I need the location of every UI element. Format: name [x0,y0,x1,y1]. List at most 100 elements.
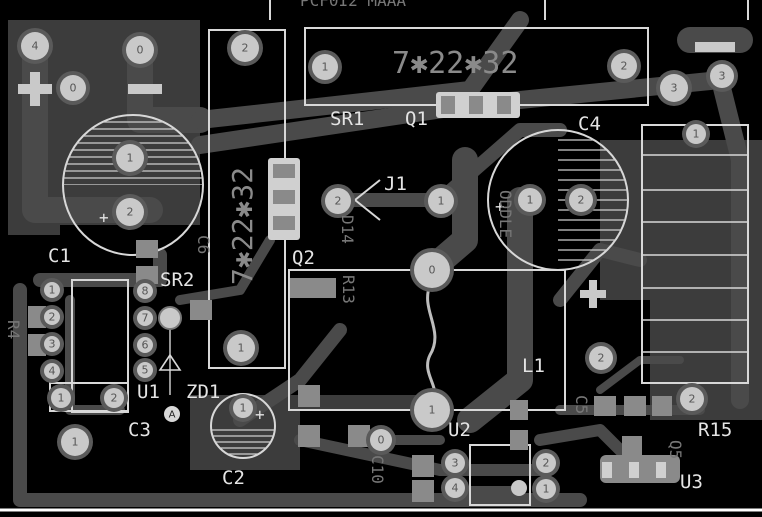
label-u3: U3 [680,471,703,493]
pad-p-2-c1: 2 [112,194,148,230]
pad-number: 3 [719,70,726,83]
pad-number: 6 [142,339,149,352]
r15-lines [642,154,748,353]
pad-number: 2 [689,393,696,406]
pad-u2-2: 2 [532,449,560,477]
pad-number: 0 [70,82,77,95]
label-c1: C1 [48,245,71,267]
label-u1: U1 [137,381,160,403]
pad-number: 4 [32,40,39,53]
pad-number: 1 [127,152,134,165]
label-ghost-q5: Q5 [666,440,685,459]
pad-number: 2 [335,195,342,208]
pad-u1-4: 4 [40,359,64,383]
label-sr1: SR1 [330,108,364,130]
pad-r15-2: 2 [676,383,708,415]
pad-p-0-bot: 0 [366,425,396,455]
pad-p-2-top: 2 [227,30,263,66]
pad-p-1-sr1: 1 [308,50,342,84]
pad-l-1: 1 [229,394,257,422]
label-part-code-top: 7✱22✱32 [392,46,518,81]
pad-u1-8: 8 [133,279,157,303]
pad-number: 1 [322,61,329,74]
pad-u1-2: 2 [40,305,64,329]
pad-u1-1: 1 [40,278,64,302]
smd-pads [18,42,735,502]
pads: 4 0 0 2 1 2 3 3 1 2 2 1 1 2 1 0 1 1 1 2 2 0 1 2 3 4 8 7 6 5 1 2 1 3 4 2 1 [17,28,738,503]
pad-p-1-big: 1 [223,330,259,366]
label-l1: L1 [522,355,545,377]
label-a-mark: A [169,410,176,421]
pad-number: 4 [452,482,459,495]
pad-p-0-l1: 0 [410,248,454,292]
pad-number: 3 [452,457,459,470]
pad-p-0-tl2: 0 [56,71,90,105]
pad-number: 1 [49,284,56,297]
label-top-cut: PCF0I2 MAAA [300,0,406,10]
label-zd1: ZD1 [186,381,220,403]
label-ghost-r4: R4 [4,320,23,339]
pad-number: 3 [49,338,56,351]
pad-p-2-c4: 2 [565,184,597,216]
pad-number: 1 [429,404,436,417]
pad-number: 0 [137,44,144,57]
pad-p-2-j1: 2 [321,184,355,218]
pad-p-1-j1: 1 [424,184,458,218]
pad-p-1-c4: 1 [514,184,546,216]
label-q2: Q2 [292,247,315,269]
pad-c3-1: 1 [47,384,75,412]
label-ghost-c5: C5 [572,395,591,414]
pad-number: 2 [578,194,585,207]
pad-p-1-conn: 1 [682,120,710,148]
pad-number: 1 [72,436,79,449]
copper-pour-right [600,140,762,420]
pad-number: 2 [127,206,134,219]
label-c3: C3 [128,419,151,441]
pad-number: 7 [142,312,149,325]
label-ghost-r13: R13 [339,275,358,304]
pad-number: 4 [49,365,56,378]
pad-p-4-tl: 4 [17,28,53,64]
label-j1: J1 [384,173,407,195]
label-ghost-d14: D14 [338,215,357,244]
label-part-code-side: 7✱22✱32 [226,167,259,285]
l1-coil [426,284,437,407]
pad-p-3-r2: 3 [706,60,738,92]
pad-p-2-r: 2 [585,342,617,374]
pad-u2-3: 3 [441,449,469,477]
u2-outline [469,444,531,506]
pad-number: 2 [598,352,605,365]
pad-p-0-tl: 0 [122,32,158,68]
labels: PCF0I2 MAAA 7✱22✱32 7✱22✱32 SR1 Q1 C4 J1… [4,0,732,493]
pad-number: 1 [527,194,534,207]
pad-u1-7: 7 [133,306,157,330]
pad-number: 2 [543,457,550,470]
pad-number: 1 [58,392,65,405]
pad-u2-1: 1 [532,475,560,503]
pad-number: 2 [49,311,56,324]
pad-number: 1 [238,342,245,355]
label-c4: C4 [578,113,601,135]
label-ghost-doodle: ODDLE [496,190,515,238]
pad-number: 1 [693,128,700,141]
pad-p-1-c1: 1 [112,140,148,176]
label-plus-c4: + [495,197,505,216]
label-ghost-c6: C6 [194,235,213,254]
pad-number: 3 [671,82,678,95]
pad-number: 2 [111,392,118,405]
pad-number: 5 [142,364,149,377]
label-u2: U2 [448,419,471,441]
label-plus-c1: + [99,208,109,227]
pad-number: 1 [438,195,445,208]
pad-number: 0 [429,264,436,277]
pad-number: 1 [240,402,247,415]
pad-number: 1 [543,483,550,496]
label-sr2: SR2 [160,269,194,291]
pad-number: 0 [378,434,385,447]
pad-number: 2 [242,42,249,55]
pad-u1-5: 5 [133,358,157,382]
label-c2: C2 [222,467,245,489]
pad-p-2-sr1: 2 [607,49,641,83]
pad-number: 2 [621,60,628,73]
